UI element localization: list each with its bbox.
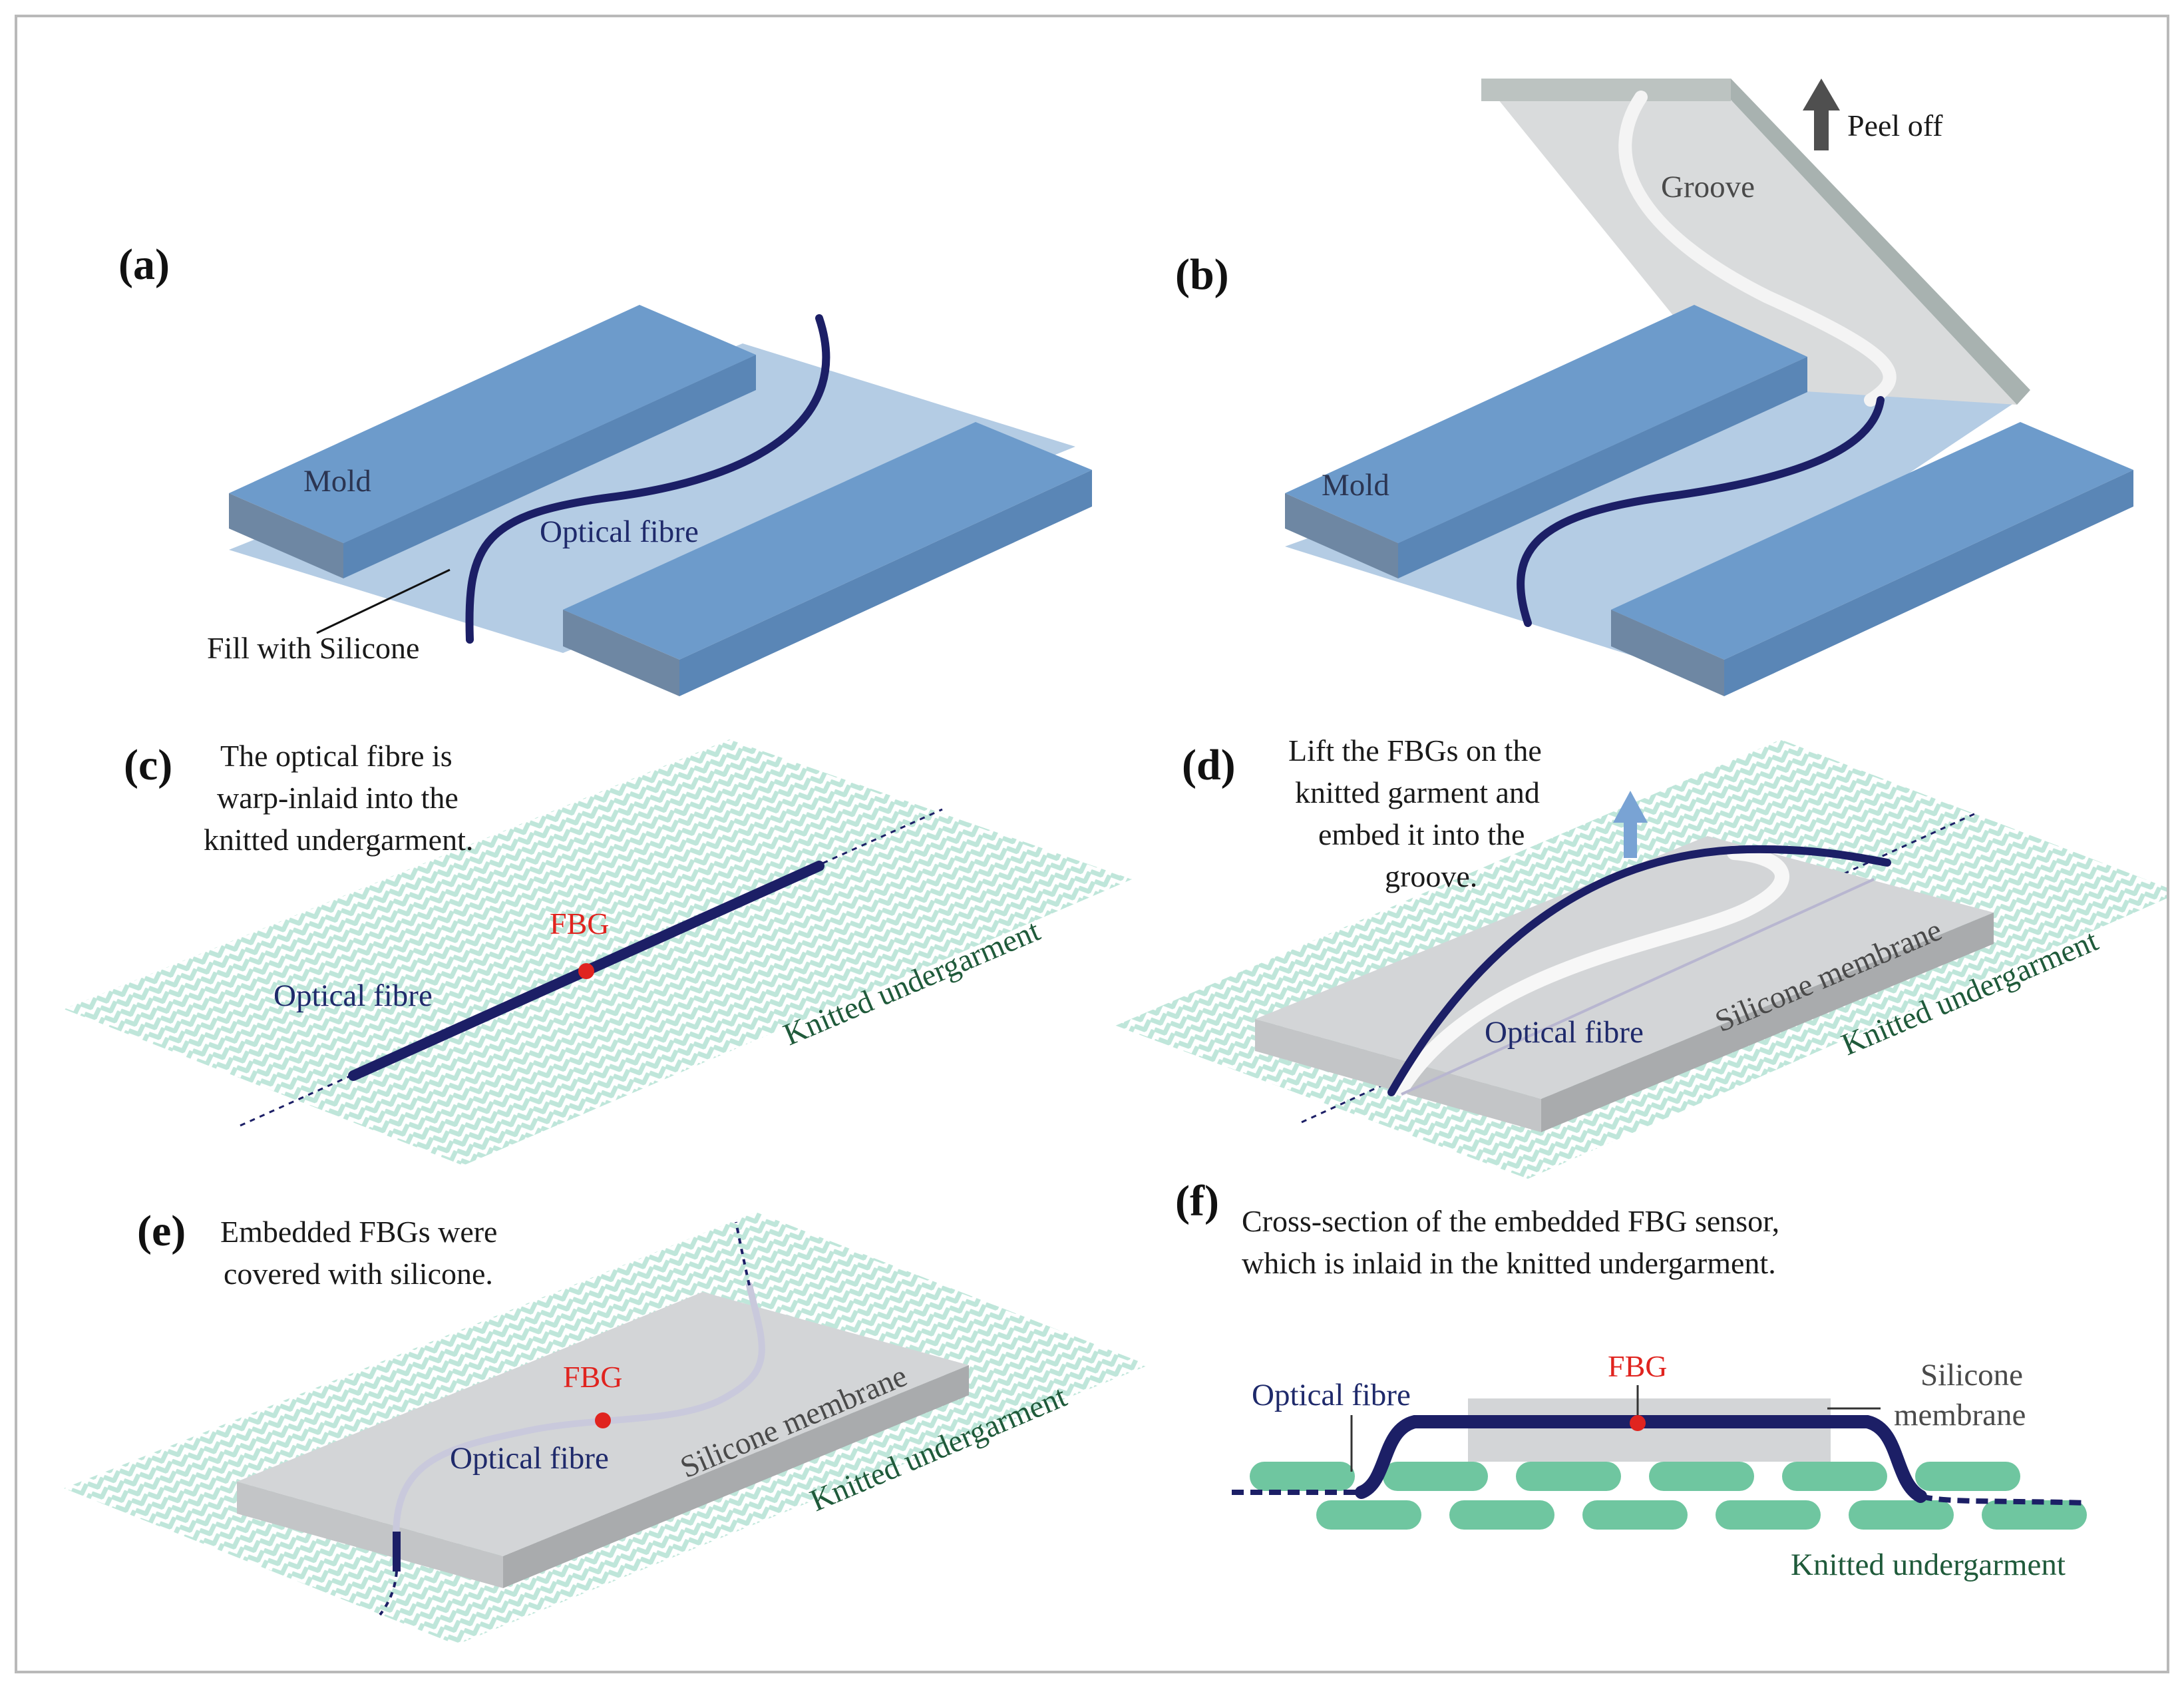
caption-line: Embedded FBGs were [220, 1215, 497, 1249]
mold-bar-front-top [563, 422, 1092, 660]
optical-fibre [465, 314, 830, 644]
fbg-marker [595, 1412, 611, 1428]
caption-line: embed it into the [1318, 817, 1525, 851]
mold-bar-back-top [1285, 305, 1807, 543]
knitted-yarn [1250, 1462, 2087, 1530]
mold-bar-back-top [229, 305, 756, 543]
panel-d-label: (d) [1182, 741, 1236, 789]
fibre-dashed-end [379, 1571, 398, 1616]
fbg-label: FBG [550, 907, 609, 941]
silicone-membrane-label: Silicone [1920, 1358, 2023, 1392]
panel-b-label: (b) [1175, 250, 1229, 299]
caption-line: covered with silicone. [224, 1257, 493, 1291]
mold-bar-back-end [229, 493, 343, 578]
fibre-path-dashed [1301, 811, 1978, 1124]
panel-f: (f) Cross-section of the embedded FBG se… [1175, 1177, 2088, 1582]
caption-line: groove. [1385, 859, 1477, 893]
mold-label: Mold [303, 464, 371, 499]
silicone-fill-area [229, 343, 1075, 653]
optical-fibre-label: Optical fibre [540, 515, 699, 549]
groove-label: Groove [1661, 170, 1755, 204]
fibre-dashed-right [1920, 1494, 2088, 1506]
mold-bar-front-side [679, 470, 1092, 696]
fbg-label: FBG [1608, 1349, 1667, 1383]
panel-a-label: (a) [118, 240, 170, 289]
mold-bar-front-top [1611, 422, 2133, 660]
knitted-fabric [64, 739, 1132, 1165]
panel-c: FBG Optical fibre Knitted undergarment (… [64, 739, 1132, 1165]
knitted-undergarment-label: Knitted undergarment [1791, 1548, 2066, 1582]
panel-c-label: (c) [124, 741, 172, 789]
fbg-marker [1630, 1415, 1646, 1431]
caption-line: warp-inlaid into the [217, 781, 458, 815]
groove-plate-front [1481, 79, 1731, 101]
mold-bar-back-end [1285, 493, 1398, 578]
caption-line: which is inlaid in the knitted undergarm… [1242, 1246, 1776, 1280]
mold-bar-back-side [343, 355, 756, 578]
groove-plate-side [1711, 79, 2030, 405]
embedded-fibre [393, 1282, 765, 1552]
mold-bar-front-end [563, 610, 679, 696]
fbg-marker [578, 963, 594, 979]
fbg-label: FBG [563, 1360, 622, 1394]
mold-label: Mold [1322, 468, 1389, 503]
silicone-membrane-label: membrane [1894, 1398, 2026, 1432]
mold-bar-front-end [1611, 610, 1724, 696]
figure-frame: (a) Mold Optical fibre Fill with Silicon… [15, 15, 2169, 1673]
membrane-side [503, 1365, 969, 1588]
caption-line: The optical fibre is [220, 739, 453, 773]
fibre-shadow-line [1401, 878, 1875, 1096]
optical-fibre-label: Optical fibre [450, 1441, 609, 1476]
fill-leader-line [316, 568, 451, 634]
fill-silicone-label: Fill with Silicone [207, 631, 419, 665]
optical-fibre-label: Optical fibre [273, 978, 433, 1013]
panel-e: FBG Optical fibre Silicone membrane Knit… [64, 1207, 1149, 1645]
panel-b: (b) Mold Groove Peel off [1175, 79, 2133, 696]
peel-off-arrow [1803, 79, 1840, 150]
lift-arrow [1613, 791, 1648, 858]
optical-fibre [1387, 845, 1891, 1096]
fabrication-diagram: (a) Mold Optical fibre Fill with Silicon… [64, 79, 2167, 1645]
mold-bar-back-side [1398, 357, 1807, 578]
groove-channel [1394, 845, 1789, 1096]
peel-off-label: Peel off [1847, 108, 1943, 142]
silicone-membrane-block [1468, 1398, 1831, 1462]
panel-e-label: (e) [137, 1207, 186, 1255]
caption-line: knitted garment and [1295, 775, 1540, 809]
groove-channel [1618, 91, 1897, 407]
membrane-front [237, 1482, 503, 1588]
membrane-top [1255, 836, 1994, 1099]
membrane-side [1541, 913, 1994, 1132]
caption-line: knitted undergarment. [204, 823, 473, 857]
panel-a: (a) Mold Optical fibre Fill with Silicon… [118, 240, 1092, 696]
panel-f-label: (f) [1175, 1177, 1219, 1225]
caption-line: Lift the FBGs on the [1288, 734, 1542, 767]
mold-bar-front-side [1724, 470, 2133, 696]
panel-d: Optical fibre Silicone membrane Knitted … [1115, 734, 2167, 1179]
optical-fibre-label: Optical fibre [1485, 1015, 1644, 1050]
optical-fibre-label: Optical fibre [1252, 1378, 1411, 1412]
groove-plate-top [1481, 79, 2017, 405]
optical-fibre [1517, 396, 1885, 627]
caption-line: Cross-section of the embedded FBG sensor… [1242, 1204, 1779, 1238]
